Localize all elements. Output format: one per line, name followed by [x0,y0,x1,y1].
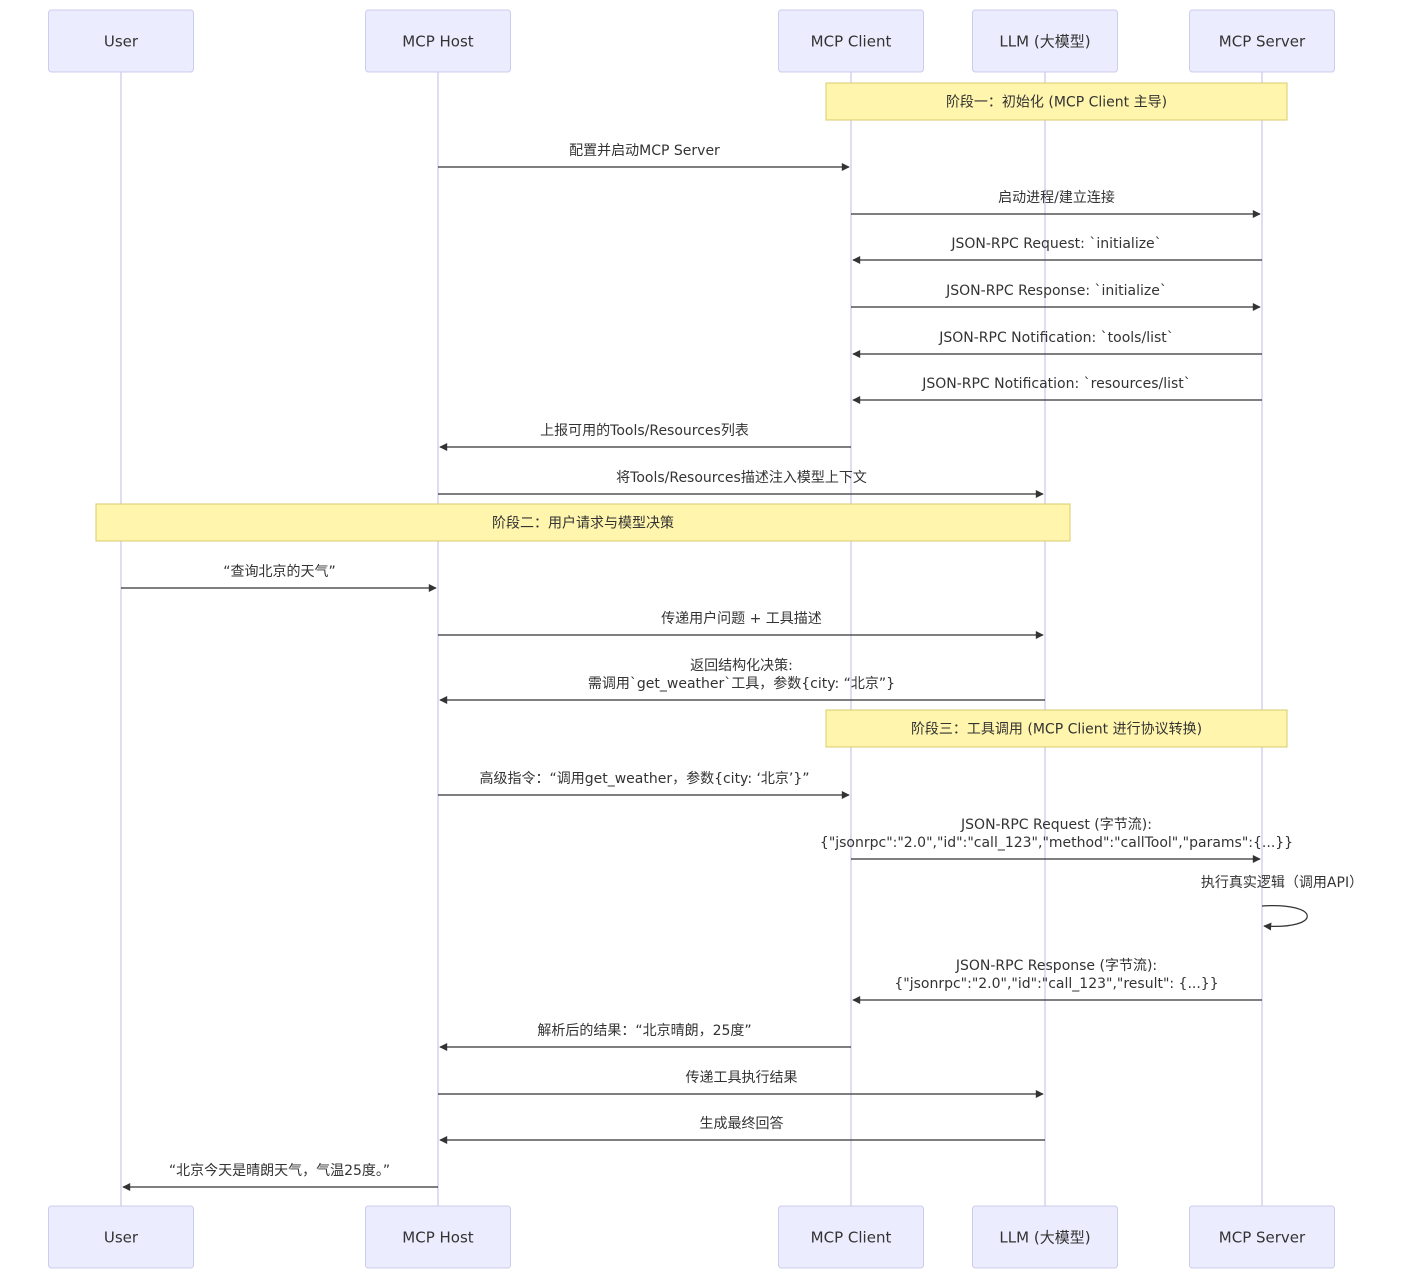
message-label: {"jsonrpc":"2.0","id":"call_123","method… [820,835,1293,851]
message-label: 传递用户问题 + 工具描述 [661,610,822,627]
message-10: 传递用户问题 + 工具描述 [438,610,1044,639]
participant-user-top: User [48,9,194,73]
message-19: “北京今天是晴朗天气，气温25度。” [122,1163,438,1191]
message-label: JSON-RPC Notification: `tools/list` [938,330,1174,346]
message-13: JSON-RPC Request (字节流): {"jsonrpc":"2.0",… [820,817,1293,863]
participant-label: LLM (大模型) [999,1229,1090,1247]
participant-server-bottom: MCP Server [1189,1205,1335,1269]
message-label: JSON-RPC Request (字节流): [960,817,1152,833]
participant-box [1189,1205,1335,1269]
note-label: 阶段一：初始化 (MCP Client 主导) [946,94,1167,111]
phase-notes: 阶段一：初始化 (MCP Client 主导) 阶段二：用户请求与模型决策阶段三：… [95,82,1288,748]
participant-box [48,1205,194,1269]
message-label: 传递工具执行结果 [686,1070,798,1086]
lifelines [120,72,1263,1206]
message-17: 传递工具执行结果 [438,1070,1044,1098]
message-label: “北京今天是晴朗天气，气温25度。” [169,1163,390,1179]
participant-server-top: MCP Server [1189,9,1335,73]
message-label: 配置并启动MCP Server [569,143,720,159]
messages: 配置并启动MCP Server 启动进程/建立连接 JSON-RPC Request… [121,143,1363,1191]
participant-llm-bottom: LLM (大模型) [972,1205,1118,1269]
participant-label: User [104,1229,139,1247]
message-3: JSON-RPC Request: `initialize` [852,236,1262,264]
message-label: {"jsonrpc":"2.0","id":"call_123","result… [894,976,1218,992]
participant-label: MCP Host [402,33,474,51]
participant-label: MCP Server [1219,1229,1306,1247]
note-phase1: 阶段一：初始化 (MCP Client 主导) [825,82,1288,121]
message-label: 执行真实逻辑（调用API） [1201,875,1363,891]
participant-label: MCP Host [402,1229,474,1247]
message-11: 返回结构化决策:需调用`get_weather`工具，参数{city: “北京”… [439,657,1045,704]
participant-user-bottom: User [48,1205,194,1269]
message-label: 高级指令：“调用get_weather，参数{city: ‘北京’}” [479,770,809,787]
participant-box [365,9,511,73]
message-6: JSON-RPC Notification: `resources/list` [852,376,1262,404]
message-15: JSON-RPC Response (字节流): {"jsonrpc":"2.0"… [852,958,1262,1004]
message-label: JSON-RPC Response (字节流): [955,958,1157,974]
note-phase3: 阶段三：工具调用 (MCP Client 进行协议转换) [825,709,1288,748]
participant-label: MCP Client [811,1229,892,1247]
participant-box [1189,9,1335,73]
participant-label: MCP Client [811,33,892,51]
message-label: JSON-RPC Request: `initialize` [950,236,1161,252]
note-label: 阶段三：工具调用 (MCP Client 进行协议转换) [911,721,1202,738]
note-box [825,82,1288,121]
message-9: “查询北京的天气” [121,564,437,592]
message-12: 高级指令：“调用get_weather，参数{city: ‘北京’}” [438,770,850,799]
message-label: 将Tools/Resources描述注入模型上下文 [616,470,867,486]
message-18: 生成最终回答 [439,1115,1045,1144]
participant-box [365,1205,511,1269]
participant-host-top: MCP Host [365,9,511,73]
message-label: 上报可用的Tools/Resources列表 [540,423,749,439]
message-label: 解析后的结果：“北京晴朗，25度” [537,1023,751,1039]
message-arrow [1261,905,1308,931]
participant-box [48,9,194,73]
message-8: 将Tools/Resources描述注入模型上下文 [438,470,1044,498]
message-label: JSON-RPC Notification: `resources/list` [921,376,1191,392]
message-7: 上报可用的Tools/Resources列表 [439,423,851,451]
participant-box [778,1205,924,1269]
message-4: JSON-RPC Response: `initialize` [851,283,1261,311]
participant-box [778,9,924,73]
participant-client-bottom: MCP Client [778,1205,924,1269]
participant-label: MCP Server [1219,33,1306,51]
message-label: 返回结构化决策: [690,657,793,674]
note-phase2: 阶段二：用户请求与模型决策 [95,503,1071,542]
note-label: 阶段二：用户请求与模型决策 [492,515,674,532]
message-label: 生成最终回答 [700,1115,784,1132]
message-5: JSON-RPC Notification: `tools/list` [852,330,1262,358]
participant-label: User [104,33,139,51]
message-label: 需调用`get_weather`工具，参数{city: “北京”} [588,675,895,692]
participant-box [972,1205,1118,1269]
message-label: 启动进程/建立连接 [998,189,1115,206]
participant-box [972,9,1118,73]
participant-llm-top: LLM (大模型) [972,9,1118,73]
message-2: 启动进程/建立连接 [851,189,1261,218]
note-box [95,503,1071,542]
message-1: 配置并启动MCP Server [438,143,850,171]
note-box [825,709,1288,748]
message-label: JSON-RPC Response: `initialize` [945,283,1167,299]
participant-client-top: MCP Client [778,9,924,73]
message-label: “查询北京的天气” [223,564,336,580]
message-14: 执行真实逻辑（调用API） [1201,875,1363,931]
participant-label: LLM (大模型) [999,33,1090,51]
message-16: 解析后的结果：“北京晴朗，25度” [439,1023,851,1051]
participant-host-bottom: MCP Host [365,1205,511,1269]
